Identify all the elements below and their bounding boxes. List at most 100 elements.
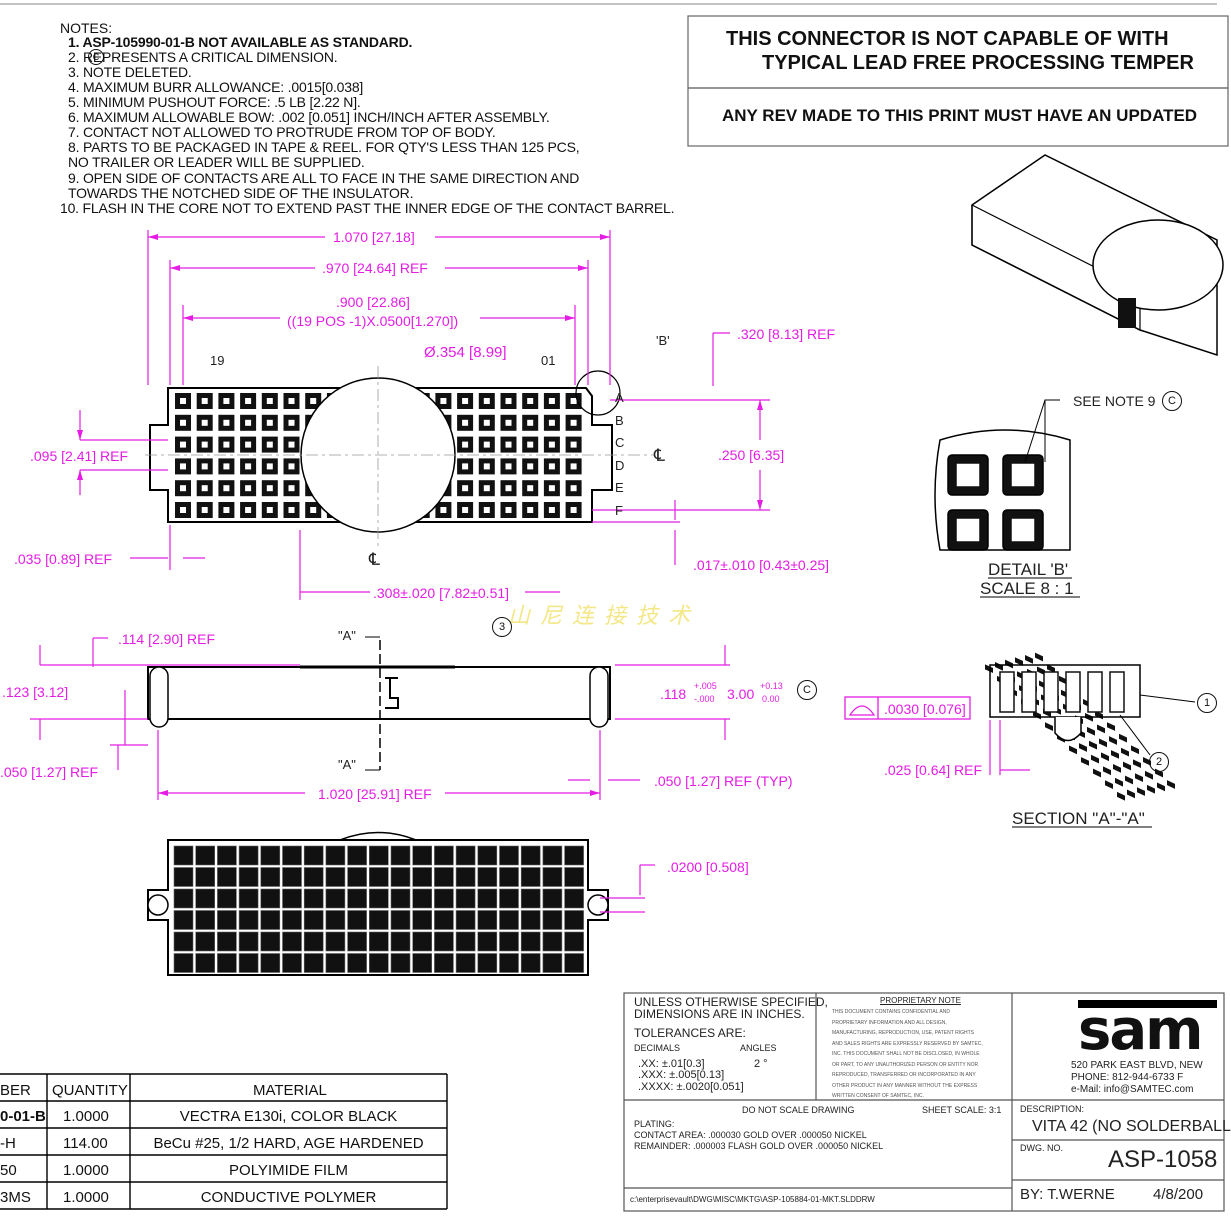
- dim-250: .250 [6.35]: [718, 447, 785, 463]
- tb-plating: PLATING:: [634, 1119, 675, 1129]
- contact-tail: [238, 953, 259, 973]
- note-item: 1. ASP-105990-01-B NOT AVAILABLE AS STAN…: [68, 34, 413, 50]
- bom-cell-qty: 1.0000: [63, 1108, 109, 1125]
- contact-tail: [282, 845, 302, 866]
- dim-ref025: .025 [0.64] REF: [884, 762, 983, 778]
- iso-contact: [1047, 664, 1055, 673]
- prop-line: PROPRIETARY INFORMATION AND ALL DESIGN,: [832, 1019, 947, 1026]
- contact-tail: [390, 845, 411, 866]
- tb-tol-xxxx: .XXXX: ±.0020[0.051]: [638, 1081, 744, 1093]
- contact-tail: [477, 845, 498, 866]
- centerline-symbol-h: ℄: [654, 446, 665, 465]
- contact-tail: [347, 910, 367, 930]
- dim-ref035: .035 [0.89] REF: [14, 551, 113, 567]
- contact-tail: [173, 867, 194, 887]
- iso-contact: [1145, 770, 1153, 780]
- dim-pitch-1: .900 [22.86]: [336, 294, 410, 310]
- contact-tail: [455, 888, 476, 909]
- iso-contact: [1081, 757, 1089, 766]
- row-letter: D: [615, 457, 625, 473]
- contact-tail: [303, 867, 324, 887]
- note-item: 2. REPRESENTS A CRITICAL DIMENSION.: [68, 49, 338, 65]
- tb-sheet-scale: SHEET SCALE: 3:1: [922, 1105, 1002, 1115]
- iso-contact: [1147, 784, 1155, 794]
- contact-tail: [499, 910, 519, 930]
- contact-tail: [412, 910, 433, 930]
- warning-line-2: TYPICAL LEAD FREE PROCESSING TEMPER: [762, 52, 1194, 74]
- bom-cell-part: 3MS: [0, 1189, 31, 1206]
- note-item: NO TRAILER OR LEADER WILL BE SUPPLIED.: [68, 154, 365, 170]
- contact-tail: [477, 888, 498, 909]
- contact-tail: [195, 953, 215, 973]
- contact-tail: [477, 910, 498, 930]
- tb-by: BY: T.WERNE: [1020, 1186, 1115, 1203]
- dim-diameter: Ø.354 [8.99]: [424, 344, 507, 361]
- balloon-3: 3: [492, 617, 512, 637]
- contact-tail: [564, 845, 584, 866]
- label-detail-b-ref: 'B': [656, 333, 670, 348]
- iso-contact: [1137, 787, 1145, 796]
- tb-email: e-Mail: info@SAMTEC.com: [1071, 1084, 1194, 1095]
- tb-dwg-no: ASP-1058: [1108, 1146, 1218, 1173]
- dim-ref050-left: .050 [1.27] REF: [0, 764, 99, 780]
- iso-contact: [1109, 736, 1117, 745]
- iso-contact: [1093, 768, 1101, 778]
- contact-tail: [412, 845, 433, 866]
- contact-tail: [412, 867, 433, 887]
- contact-tail: [173, 931, 194, 952]
- contact-tail: [455, 910, 476, 930]
- row-letter: B: [615, 412, 624, 428]
- prop-line: AND SALES RIGHTS ARE EXPRESSLY RESERVED …: [832, 1040, 983, 1047]
- dim-308: .308±.020 [7.82±0.51]: [373, 585, 510, 601]
- iso-contact: [1045, 722, 1053, 732]
- contact-tail: [195, 910, 215, 930]
- contact-tail: [520, 867, 541, 887]
- centerline-symbol-v: ℄: [369, 550, 380, 569]
- section-contact: [1021, 671, 1037, 713]
- bom-cell-material: BeCu #25, 1/2 HARD, AGE HARDENED: [153, 1135, 424, 1152]
- contact-tail: [455, 867, 476, 887]
- contact-tail: [434, 953, 454, 973]
- iso-contact: [995, 661, 1003, 671]
- row-letter: A: [615, 390, 624, 405]
- tb-unless-1: UNLESS OTHERWISE SPECIFIED,: [634, 995, 828, 1009]
- contact-tail: [499, 845, 519, 866]
- note-item: 8. PARTS TO BE PACKAGED IN TAPE & REEL. …: [68, 139, 580, 155]
- iso-contact: [1035, 652, 1043, 662]
- section-contact: [999, 671, 1015, 713]
- prop-line: THIS DOCUMENT CONTAINS CONFIDENTIAL AND: [832, 1009, 950, 1015]
- tb-date: 4/8/200: [1153, 1186, 1204, 1203]
- contact-tail: [282, 953, 302, 973]
- iso-contact: [1157, 782, 1165, 792]
- contact-tail: [238, 931, 259, 952]
- dim-118-tol-dn: -.000: [694, 694, 715, 704]
- contact-tail: [347, 953, 367, 973]
- dim-ref1020: 1.020 [25.91] REF: [318, 786, 432, 802]
- tb-prop-title: PROPRIETARY NOTE: [880, 996, 961, 1005]
- iso-contact: [1025, 654, 1033, 664]
- prop-line: INC. THIS DOCUMENT SHALL NOT BE DISCLOSE…: [832, 1051, 980, 1057]
- bom-header: BER: [0, 1082, 31, 1099]
- contact-tail: [260, 953, 281, 973]
- tb-contact-area: CONTACT AREA: .000030 GOLD OVER .000050 …: [634, 1130, 867, 1140]
- section-contact: [1065, 671, 1081, 713]
- critical-dimension-icon: C: [1162, 391, 1182, 411]
- critical-dimension-icon: C: [797, 680, 817, 700]
- section-a-bottom: "A": [338, 757, 356, 772]
- iso-contact: [1167, 780, 1175, 789]
- note-item: 3. NOTE DELETED.: [68, 64, 192, 80]
- contact-tail: [542, 910, 563, 930]
- dim-ref320: .320 [8.13] REF: [737, 326, 836, 342]
- tb-unless-2: DIMENSIONS ARE IN INCHES.: [634, 1007, 805, 1021]
- contact-tail: [434, 845, 454, 866]
- contact-tail: [173, 910, 194, 930]
- iso-contact: [1069, 745, 1077, 755]
- iso-contact: [1015, 657, 1023, 667]
- contact-tail: [434, 867, 454, 887]
- contact-tail: [282, 867, 302, 887]
- bom-cell-part: 0-01-B: [0, 1108, 46, 1125]
- contact-tail: [564, 953, 584, 973]
- contact-tail: [260, 845, 281, 866]
- tb-description: VITA 42 (NO SOLDERBALL: [1032, 1118, 1231, 1135]
- iso-contact: [1131, 745, 1139, 755]
